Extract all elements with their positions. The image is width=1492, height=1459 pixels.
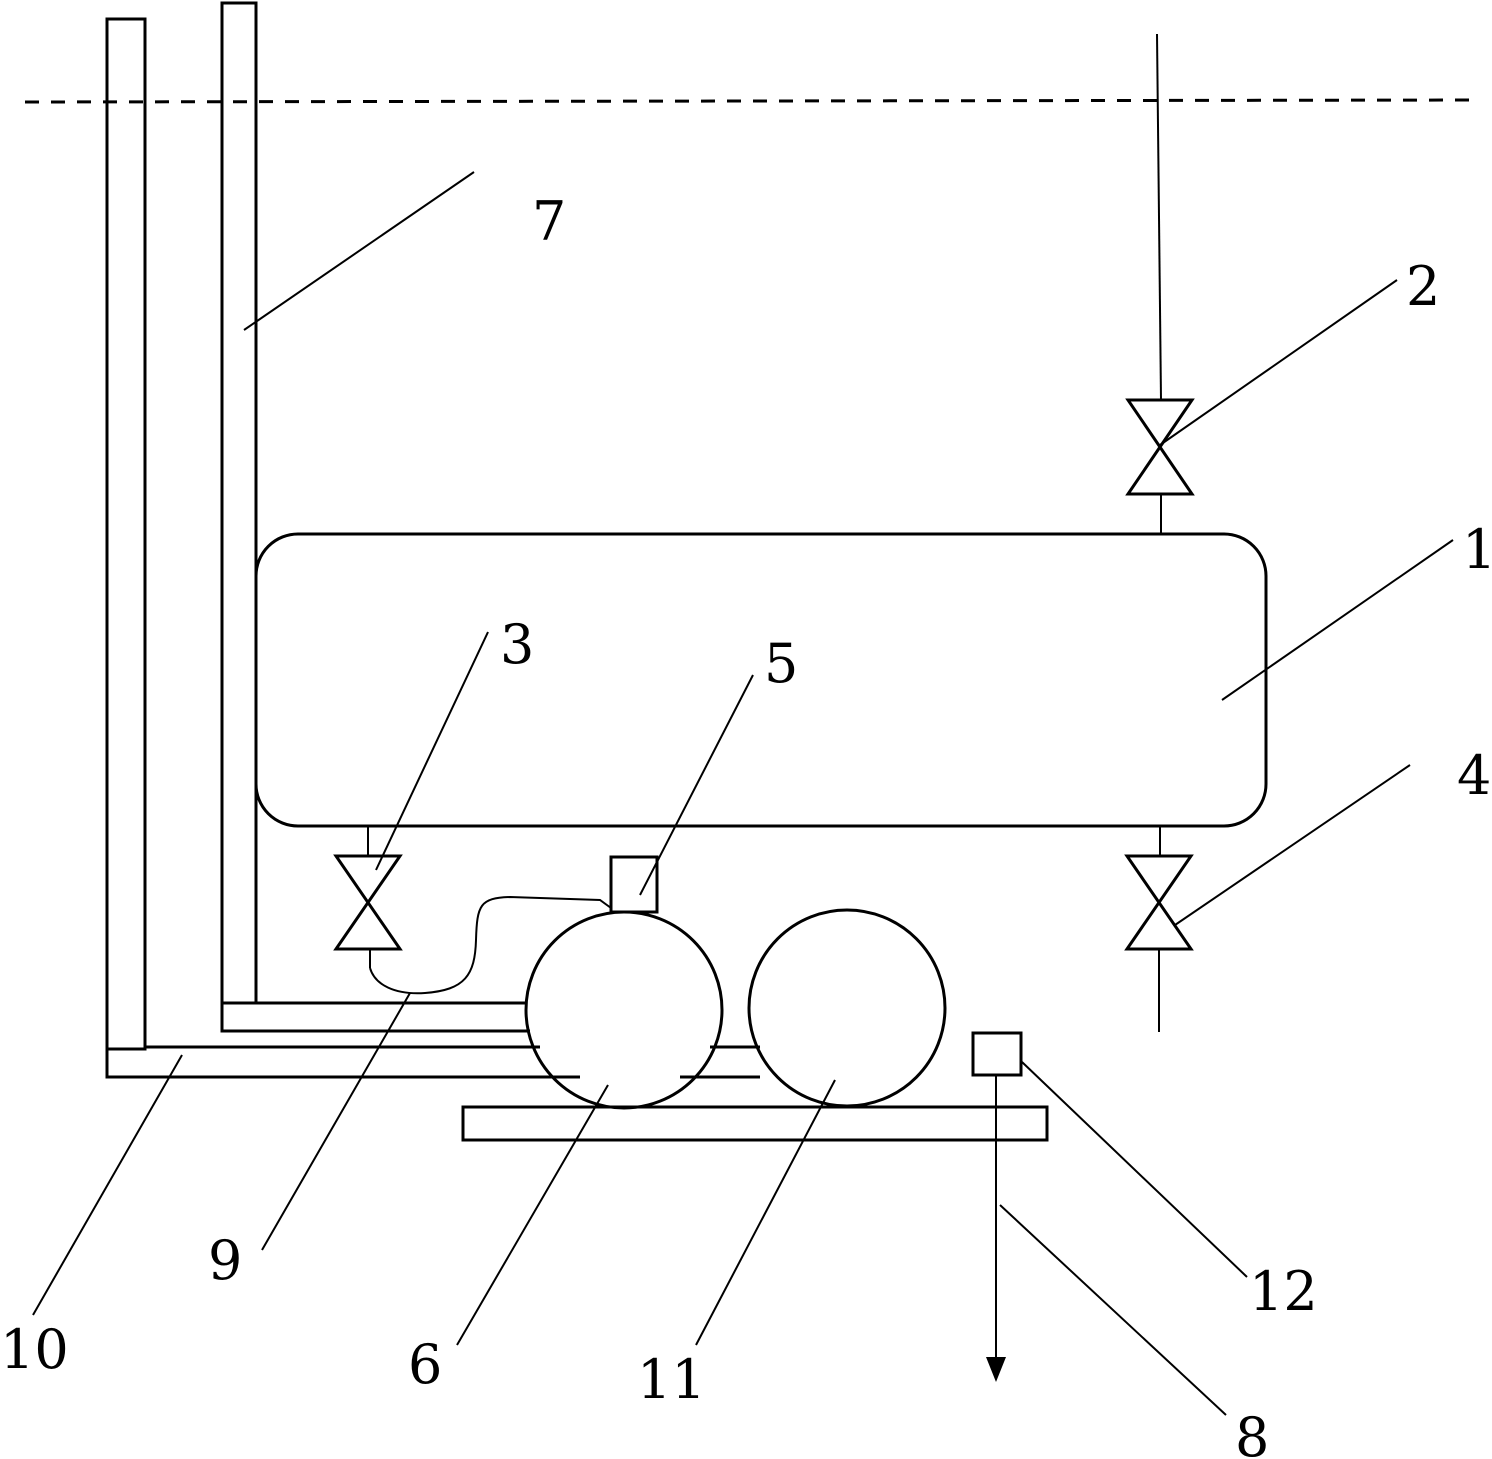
leader-1	[1221, 539, 1454, 701]
arrow-head-8	[986, 1357, 1006, 1382]
label-5: 5	[764, 632, 798, 695]
pump-6	[524, 910, 724, 1110]
label-1: 1	[1462, 518, 1492, 581]
label-12: 12	[1249, 1260, 1318, 1323]
inner-horizontal-pipe	[220, 1001, 530, 1033]
outer-vertical-pipe	[105, 17, 147, 1051]
leader-5	[639, 674, 754, 896]
leader-9	[261, 992, 411, 1251]
valve-4	[1124, 854, 1194, 951]
label-4: 4	[1457, 744, 1491, 807]
label-6: 6	[408, 1333, 442, 1396]
tank	[254, 532, 1268, 828]
water-level-line	[24, 98, 1481, 104]
motor-11	[747, 908, 947, 1108]
label-2: 2	[1406, 255, 1440, 318]
valve-3	[333, 854, 403, 951]
label-7: 7	[532, 190, 566, 253]
leader-6	[456, 1084, 609, 1346]
sensor-box-5	[609, 855, 659, 914]
label-11: 11	[637, 1348, 706, 1411]
hose	[369, 895, 612, 995]
valve-2	[1125, 398, 1195, 496]
label-9: 9	[208, 1229, 242, 1292]
leader-12	[1021, 1061, 1248, 1278]
leader-7	[243, 171, 475, 331]
box-12	[971, 1031, 1023, 1077]
leader-3	[375, 631, 489, 871]
label-10: 10	[0, 1318, 69, 1381]
leader-4	[1174, 764, 1411, 926]
inner-vertical-pipe	[220, 1, 258, 1005]
leader-10	[32, 1054, 183, 1316]
base-plate	[461, 1105, 1049, 1142]
leader-2	[1159, 279, 1398, 446]
label-8: 8	[1235, 1406, 1269, 1459]
leader-8	[999, 1204, 1227, 1416]
right-upper-line	[1156, 33, 1162, 401]
leader-11	[695, 1079, 836, 1346]
label-3: 3	[500, 613, 534, 676]
outer-horizontal-pipe	[105, 1045, 760, 1079]
